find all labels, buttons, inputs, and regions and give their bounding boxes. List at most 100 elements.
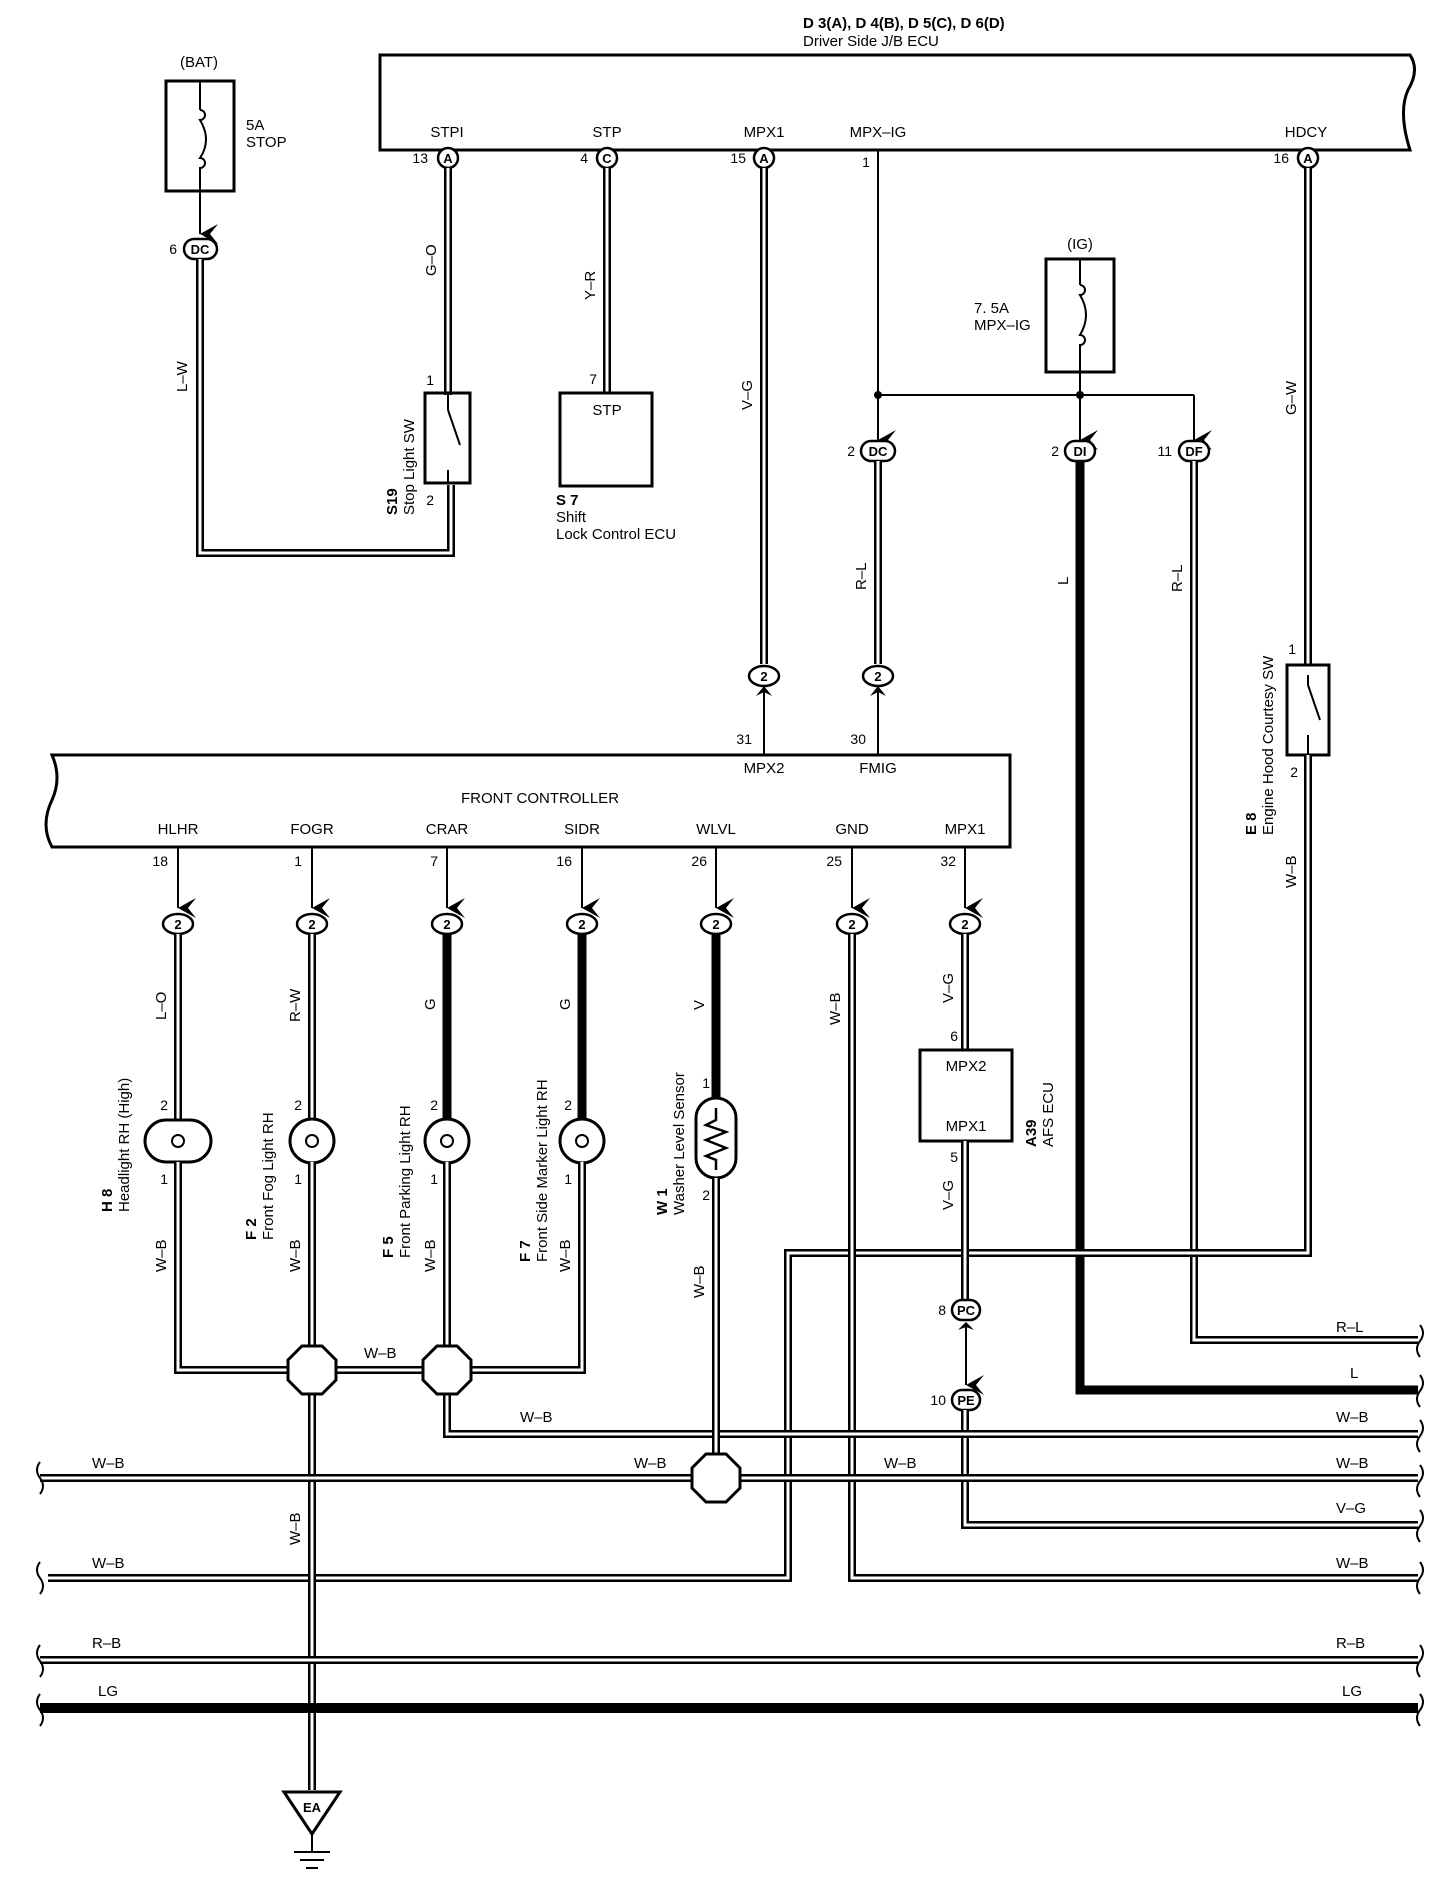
- pin-18: 18: [152, 853, 168, 869]
- wire-label-v-g-a39-top: V–G: [940, 973, 957, 1003]
- pin-10-pe: 10: [930, 1392, 946, 1408]
- fc-pin-mpx1: MPX1: [945, 821, 986, 838]
- ecu-connector-a-stpi: A: [436, 146, 460, 170]
- svg-text:PE: PE: [957, 1393, 975, 1408]
- w1-name: Washer Level Sensor: [671, 1072, 688, 1215]
- wire-l-w-inner: [198, 259, 453, 555]
- wire-label-w-b-left2: W–B: [92, 1555, 125, 1572]
- fc-pin-wlvl: WLVL: [696, 821, 736, 838]
- jb-ecu-name: Driver Side J/B ECU: [803, 33, 939, 50]
- conn-2-hlhr: 2: [174, 917, 181, 932]
- ecu-connector-c-stp: C: [595, 146, 619, 170]
- wire-label-r-l-fmig: R–L: [853, 562, 870, 590]
- pin-1-fogr: 1: [294, 853, 302, 869]
- pin-5-a39: 5: [950, 1149, 958, 1165]
- stop-fuse-rating: 5A: [246, 117, 264, 134]
- svg-text:C: C: [602, 151, 612, 166]
- ground-ea-icon: [281, 1790, 343, 1837]
- wire-label-r-b-right: R–B: [1336, 1635, 1365, 1652]
- wire-label-l-w: L–W: [174, 360, 191, 392]
- connector-2-mpx: 2: [747, 664, 781, 688]
- pin-1-s19: 1: [426, 372, 434, 388]
- fog-lamp-icon: [288, 1117, 336, 1165]
- wire-label-l-right: L: [1350, 1365, 1358, 1382]
- pin-6-a39: 6: [950, 1028, 958, 1044]
- mpxig-fuse-icon: [1078, 259, 1087, 372]
- ig-source-label: (IG): [1067, 236, 1093, 253]
- s7-code: S 7: [556, 492, 579, 509]
- connector-df: DF: [1177, 439, 1211, 463]
- s19-name: Stop Light SW: [401, 418, 418, 515]
- pin-16: 16: [1273, 150, 1289, 166]
- pin-4: 4: [580, 150, 588, 166]
- ecu-pin-stpi: STPI: [430, 124, 463, 141]
- stop-fuse-name: STOP: [246, 134, 287, 151]
- wire-label-w-b-e8: W–B: [1283, 855, 1300, 888]
- pin-13: 13: [412, 150, 428, 166]
- wire-label-lg-right: LG: [1342, 1683, 1362, 1700]
- mpxig-fuse-rating: 7. 5A: [974, 300, 1009, 317]
- connector-dc-bat: DC: [182, 237, 219, 261]
- wire-label-v: V: [691, 1000, 708, 1010]
- svg-text:PC: PC: [957, 1303, 976, 1318]
- fc-drop-connectors: [161, 847, 983, 936]
- front-controller-box: [44, 753, 1012, 849]
- pin-2-f7: 2: [564, 1097, 572, 1113]
- conn-2-gnd: 2: [848, 917, 855, 932]
- front-controller-name: FRONT CONTROLLER: [461, 790, 619, 807]
- pin-2-dc: 2: [847, 443, 855, 459]
- wire-label-g-crar: G: [422, 998, 439, 1010]
- e8-code: E 8: [1243, 812, 1260, 835]
- connector-di: DI: [1063, 439, 1097, 463]
- pin-1-f2: 1: [294, 1171, 302, 1187]
- wire-label-v-g-a39-bottom: V–G: [940, 1180, 957, 1210]
- wire-label-g-sidr: G: [557, 998, 574, 1010]
- svg-text:DC: DC: [191, 242, 210, 257]
- jb-ecu-box: [378, 53, 1416, 152]
- f2-code: F 2: [243, 1218, 260, 1240]
- wire-label-r-w: R–W: [287, 988, 304, 1022]
- svg-text:A: A: [1303, 151, 1313, 166]
- ecu-pin-mpx1: MPX1: [744, 124, 785, 141]
- wire-label-lg-left: LG: [98, 1683, 118, 1700]
- conn-2-crar: 2: [443, 917, 450, 932]
- pin-7-s7: 7: [589, 371, 597, 387]
- wire-l: [1075, 461, 1418, 1395]
- svg-text:DI: DI: [1074, 444, 1087, 459]
- f5-name: Front Parking Light RH: [397, 1105, 414, 1258]
- s7-pin-stp: STP: [592, 402, 621, 419]
- ecu-pin-mpxig: MPX–IG: [850, 124, 907, 141]
- wire-label-r-b-left: R–B: [92, 1635, 121, 1652]
- conn-2-mpx1: 2: [961, 917, 968, 932]
- svg-text:A: A: [443, 151, 453, 166]
- switch-icon: [447, 393, 461, 483]
- wire-label-w-b-h8: W–B: [153, 1239, 170, 1272]
- fc-pin-fmig: FMIG: [859, 760, 897, 777]
- pin-32: 32: [940, 853, 956, 869]
- a39-pin-mpx1: MPX1: [946, 1118, 987, 1135]
- pin-2-h8: 2: [160, 1097, 168, 1113]
- shift-lock-ecu-box: [558, 391, 654, 488]
- pin-6-dc: 6: [169, 241, 177, 257]
- pin-7-crar: 7: [430, 853, 438, 869]
- h8-code: H 8: [99, 1189, 116, 1212]
- s19-code: S19: [384, 488, 401, 515]
- svg-text:2: 2: [760, 669, 767, 684]
- mpxig-fuse-name: MPX–IG: [974, 317, 1031, 334]
- pin-16-sidr: 16: [556, 853, 572, 869]
- s7-name-1: Shift: [556, 509, 587, 526]
- washer-sensor-icon: [694, 1096, 738, 1180]
- ecu-connector-a-hdcy: A: [1296, 146, 1320, 170]
- wire-label-w-b-f5: W–B: [422, 1239, 439, 1272]
- bat-source-label: (BAT): [180, 54, 218, 71]
- conn-2-wlvl: 2: [712, 917, 719, 932]
- ground-symbol-icon: [294, 1834, 330, 1869]
- pin-31: 31: [736, 731, 752, 747]
- pin-11-df: 11: [1157, 443, 1172, 459]
- pin-2-f2: 2: [294, 1097, 302, 1113]
- wire-label-w-b-f2: W–B: [287, 1239, 304, 1272]
- pin-1-f7: 1: [564, 1171, 572, 1187]
- fc-pin-hlhr: HLHR: [158, 821, 199, 838]
- pin-15: 15: [730, 150, 746, 166]
